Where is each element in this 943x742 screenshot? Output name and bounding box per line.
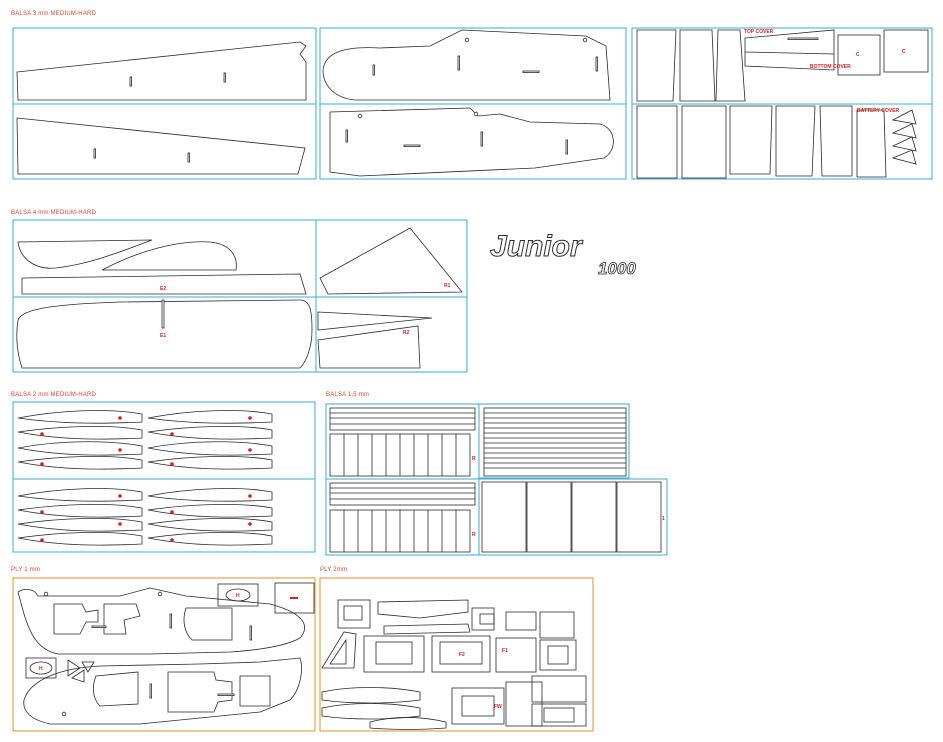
balsa3-tapered-panels-top xyxy=(636,29,929,102)
tag-top-cover: TOP COVER xyxy=(744,29,774,35)
tag-e2: E2 xyxy=(160,286,166,292)
tag-r2: R2 xyxy=(403,330,410,336)
balsa15-sheet-frame xyxy=(325,403,668,556)
balsa3-sheet-frame xyxy=(12,27,933,180)
ply2-parts xyxy=(321,599,587,730)
balsa15-strips-topleft xyxy=(329,407,476,477)
junior-1000-logo: Junior 1000 xyxy=(490,230,637,279)
balsa3-tapered-panels-bottom xyxy=(636,105,917,179)
balsa2-ribs-lower xyxy=(17,488,273,546)
tag-ply-h1: H xyxy=(236,593,240,599)
sheet-label-balsa4: BALSA 4 mm MEDIUM-HARD xyxy=(11,210,97,216)
balsa15-sheets-bottomright xyxy=(481,481,662,553)
ply1-fuselage-lower xyxy=(23,657,302,725)
tag-balsa-r2: R xyxy=(472,532,476,538)
tag-balsa-1: 1 xyxy=(662,516,665,522)
balsa2-sheet-frame xyxy=(12,401,316,553)
tag-battery-cover: BATTERY COVER xyxy=(857,108,900,114)
sheet-label-ply2: PLY 2mm xyxy=(320,567,348,573)
ply1-sheet-frame xyxy=(12,577,316,732)
tag-ply-f2: F2 xyxy=(459,652,465,658)
balsa4-sheet-frame xyxy=(12,219,468,373)
balsa3-fuselage-side-lower xyxy=(16,117,306,175)
balsa2-ribs-upper xyxy=(17,410,273,470)
balsa4-wing-center xyxy=(16,299,313,369)
balsa15-strips-bottomleft xyxy=(329,482,476,553)
tag-r1: R1 xyxy=(444,283,451,289)
tag-e1: E1 xyxy=(160,333,166,339)
balsa3-fuselage-doubler-lower xyxy=(329,107,614,177)
tag-ply-h2: H xyxy=(39,666,43,672)
balsa2-rib-markers xyxy=(40,416,252,542)
tag-balsa-r: R xyxy=(472,456,476,462)
tag-c1: C xyxy=(856,52,860,58)
logo-number: 1000 xyxy=(598,259,636,278)
sheet-label-balsa15: BALSA 1,5 mm xyxy=(326,392,370,398)
logo-name: Junior xyxy=(490,230,584,263)
balsa4-rudder xyxy=(319,227,463,295)
ply2-sheet-frame xyxy=(319,577,594,732)
ply1-small-parts xyxy=(25,582,315,683)
tag-c2: C xyxy=(902,49,906,55)
sheet-label-ply1: PLY 1 mm xyxy=(11,567,41,573)
balsa4-wing-ribs xyxy=(17,239,307,295)
sheet-label-balsa3: BALSA 3 mm MEDIUM-HARD xyxy=(11,11,97,17)
tag-ply-fw: FW xyxy=(494,704,502,710)
tag-bottom-cover: BOTTOM COVER xyxy=(810,64,851,70)
balsa3-fuselage-doubler-upper xyxy=(322,29,611,101)
tag-ply-f1: F1 xyxy=(502,648,508,654)
sheet-label-balsa2: BALSA 2 mm MEDIUM-HARD xyxy=(11,392,97,398)
balsa3-fuselage-side-upper xyxy=(16,41,307,101)
balsa15-strips-topright xyxy=(483,407,627,477)
balsa4-stabilizer xyxy=(317,311,433,369)
ply1-fuselage-upper xyxy=(17,587,305,655)
